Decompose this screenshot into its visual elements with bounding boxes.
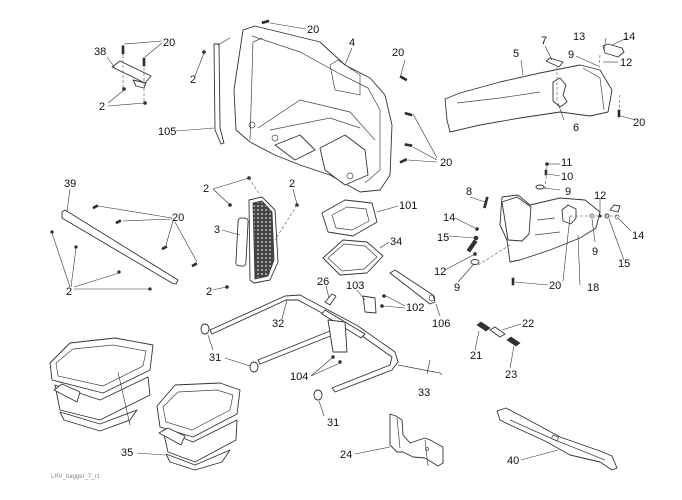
callout-2: 2	[190, 74, 196, 86]
callout-20: 20	[440, 157, 452, 169]
callout-21: 21	[470, 350, 482, 362]
part-32-frame	[200, 269, 443, 417]
callout-12: 12	[620, 57, 632, 69]
callout-2: 2	[203, 183, 209, 195]
callout-20: 20	[307, 24, 319, 36]
callout-12: 12	[594, 190, 606, 202]
callout-18: 18	[587, 282, 599, 294]
part-35-collection-bag-right	[117, 371, 241, 471]
callout-11: 11	[561, 157, 572, 169]
part-34-gasket	[322, 239, 390, 276]
callout-20: 20	[392, 47, 404, 59]
callout-2: 2	[206, 286, 212, 298]
callout-9: 9	[568, 49, 574, 61]
diagram-caption: LRV_bagger_7_r1	[51, 474, 101, 480]
callout-8: 8	[466, 186, 472, 198]
callout-106: 106	[432, 318, 450, 330]
callout-9: 9	[592, 246, 598, 258]
callout-20: 20	[549, 280, 561, 292]
callout-35: 35	[121, 447, 133, 459]
callout-6: 6	[573, 122, 579, 134]
callout-5: 5	[513, 48, 519, 60]
callout-40: 40	[507, 455, 519, 467]
callout-22: 22	[522, 318, 534, 330]
callout-102: 102	[406, 302, 424, 314]
part-4-bagger-housing	[233, 19, 438, 193]
callout-105: 105	[158, 126, 176, 138]
callout-20: 20	[172, 212, 184, 224]
part-35-collection-bag-left	[49, 337, 154, 432]
callout-2: 2	[66, 286, 72, 298]
callout-32: 32	[272, 318, 284, 330]
part-21-22-23-springs	[474, 321, 522, 369]
callout-14: 14	[443, 212, 455, 224]
callout-15: 15	[437, 232, 449, 244]
callout-20: 20	[163, 37, 175, 49]
part-105-rod	[175, 37, 231, 145]
callout-104: 104	[290, 371, 308, 383]
part-3-mesh-screen	[212, 176, 299, 291]
part-39-crossbar	[50, 188, 198, 291]
part-38-bracket	[106, 40, 163, 107]
callout-23: 23	[505, 369, 517, 381]
callout-4: 4	[349, 37, 355, 49]
callout-9: 9	[454, 282, 460, 294]
part-18-deck-adapter	[444, 162, 631, 286]
callout-31: 31	[209, 352, 221, 364]
callout-9: 9	[565, 186, 571, 198]
part-101-adapter-plate	[321, 199, 399, 237]
callout-33: 33	[418, 387, 430, 399]
callout-34: 34	[390, 236, 402, 248]
part-40-mower-blade	[496, 407, 618, 471]
callout-12: 12	[434, 266, 446, 278]
callout-101: 101	[399, 200, 417, 212]
callout-31: 31	[327, 417, 339, 429]
callout-39: 39	[64, 178, 76, 190]
part-5-discharge-chute	[444, 37, 636, 133]
callout-13: 13	[573, 31, 585, 43]
callout-103: 103	[346, 280, 364, 292]
callout-2: 2	[99, 101, 105, 113]
callout-14: 14	[632, 230, 644, 242]
callout-2: 2	[289, 178, 295, 190]
callout-15: 15	[618, 258, 630, 270]
callout-14: 14	[623, 31, 635, 43]
callout-10: 10	[561, 171, 573, 183]
callout-24: 24	[340, 449, 352, 461]
callout-7: 7	[541, 35, 547, 47]
callout-38: 38	[94, 46, 106, 58]
callout-26: 26	[317, 276, 329, 288]
callout-20: 20	[633, 117, 645, 129]
part-24-hitch-bracket	[354, 413, 444, 467]
callout-3: 3	[214, 224, 220, 236]
